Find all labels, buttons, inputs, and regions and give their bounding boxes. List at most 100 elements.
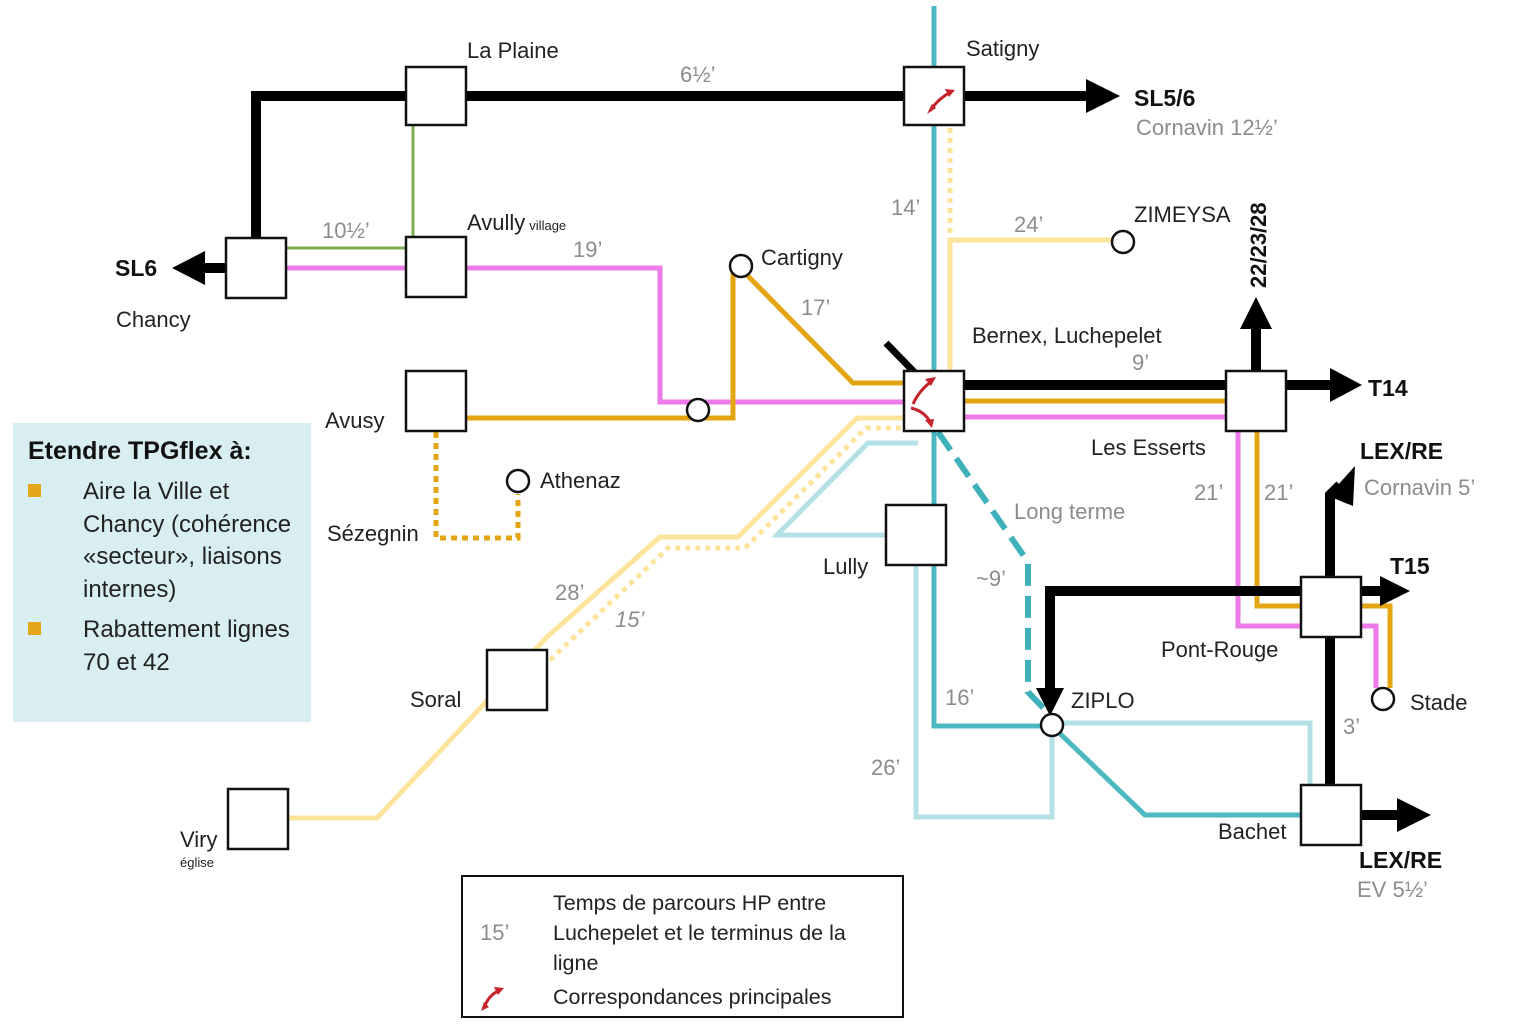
label-lully: Lully [823, 554, 868, 579]
label-ev: EV 5½’ [1357, 877, 1428, 902]
light-yellow-lines [288, 128, 1112, 821]
time-lex-pink: 21’ [1194, 480, 1223, 505]
stop-athenaz[interactable] [505, 468, 531, 494]
bullet-icon [28, 622, 41, 635]
line-black-sl6 [251, 91, 904, 240]
time-cartigny: 17’ [801, 295, 830, 320]
label-avusy: Avusy [325, 408, 385, 433]
label-bus-2223: 22/23/28 [1246, 202, 1271, 288]
label-soral: Soral [410, 687, 461, 712]
time-soral-solid: 28’ [555, 580, 584, 605]
label-bernex: Bernex, Luchepelet [972, 323, 1162, 348]
label-lex-re-top: LEX/RE [1360, 438, 1443, 464]
stop-ziplo[interactable] [1039, 712, 1065, 738]
label-t15: T15 [1390, 553, 1430, 579]
station-lully[interactable] [884, 503, 948, 567]
line-lully-loop [771, 440, 918, 538]
label-zimeysa: ZIMEYSA [1134, 202, 1231, 227]
time-esserts: 9’ [1132, 350, 1149, 375]
arrowheads [172, 79, 1431, 832]
time-bachet: 3’ [1343, 714, 1360, 739]
stop-cartigny[interactable] [728, 253, 754, 279]
transfer-arrow-bernex-icon [910, 377, 936, 428]
info-item: Aire la Ville et Chancy (cohérence «sect… [28, 476, 297, 606]
station-viry[interactable] [226, 787, 290, 851]
arrow-2223-icon [1240, 297, 1272, 329]
line-pink-south [1235, 430, 1302, 629]
arrow-lex-bottom-icon [1397, 798, 1431, 832]
label-cornavin-sl: Cornavin 12½’ [1136, 115, 1278, 140]
label-t14: T14 [1368, 375, 1408, 401]
light-teal-lines [771, 440, 1313, 820]
arrow-t14-icon [1330, 368, 1362, 402]
line-zimeysa [947, 237, 1112, 372]
label-bachet: Bachet [1218, 819, 1287, 844]
arrow-ziplo-icon [1036, 688, 1064, 716]
label-les-esserts: Les Esserts [1091, 435, 1206, 460]
travel-times: 6½’ 10½’ 19’ 14’ 24’ 17’ 9’ 21’ 21’ ~9’ … [322, 62, 1360, 780]
time-soral-dotted: 15’ [615, 607, 645, 632]
label-long-terme: Long terme [1014, 499, 1125, 524]
stops [505, 229, 1396, 738]
pink-lines [286, 265, 1379, 688]
stop-avusy-junction[interactable] [685, 397, 711, 423]
line-viry-soral-bernex [288, 415, 912, 821]
station-les-esserts[interactable] [1224, 369, 1288, 433]
bullet-icon [28, 484, 41, 497]
time-chancy-avully: 10½’ [322, 218, 370, 243]
label-viry-sub: église [180, 855, 214, 870]
label-stade: Stade [1410, 690, 1468, 715]
line-lully-ziplo [913, 565, 1313, 820]
station-chancy[interactable] [224, 236, 288, 300]
stop-zimeysa[interactable] [1110, 229, 1136, 255]
label-sl6: SL6 [115, 255, 157, 281]
line-orange-avusy [466, 273, 736, 421]
label-lex-re-bottom: LEX/RE [1359, 847, 1442, 873]
label-cornavin-lex: Cornavin 5’ [1364, 475, 1475, 500]
time-satigny: 14’ [891, 195, 920, 220]
time-ziplo: 16’ [945, 685, 974, 710]
line-soral-dotted [548, 425, 918, 662]
line-long-terme-dashed [935, 430, 1053, 718]
line-orange-south [1254, 430, 1302, 609]
station-la-plaine[interactable] [404, 65, 468, 127]
label-ziplo: ZIPLO [1071, 688, 1135, 713]
stop-stade[interactable] [1370, 686, 1396, 712]
legend-time-description: Temps de parcours HP entre Luchepelet et… [553, 891, 846, 975]
transfer-arrow-icon [481, 987, 504, 1011]
station-bachet[interactable] [1299, 783, 1363, 847]
time-zimeysa: 24’ [1014, 212, 1043, 237]
station-soral[interactable] [485, 648, 549, 712]
line-pink-main [286, 265, 906, 405]
label-viry: Viry [180, 827, 218, 852]
label-cartigny: Cartigny [761, 245, 843, 270]
black-lines [200, 91, 1402, 820]
info-item-text: Rabattement lignes 70 et 42 [83, 616, 290, 676]
line-orange-cartigny [743, 271, 906, 386]
label-chancy: Chancy [116, 307, 191, 332]
station-avusy[interactable] [404, 369, 468, 433]
labels: La Plaine Satigny SL5/6 Cornavin 12½’ SL… [115, 36, 1475, 902]
station-satigny[interactable] [902, 65, 966, 127]
legend-transfer-description: Correspondances principales [553, 985, 832, 1009]
arrow-sl56-icon [1086, 79, 1120, 113]
info-panel: Etendre TPGflex à: Aire la Ville et Chan… [13, 423, 311, 722]
time-lully-light: 26’ [871, 755, 900, 780]
station-pont-rouge[interactable] [1299, 575, 1363, 639]
orange-lines [433, 271, 1393, 688]
line-black-t15 [1045, 586, 1302, 690]
arrow-t15-icon [1380, 576, 1410, 606]
info-title: Etendre TPGflex à: [28, 437, 252, 465]
stations [224, 65, 1363, 851]
station-avully[interactable] [404, 235, 468, 299]
info-item: Rabattement lignes 70 et 42 [28, 614, 297, 679]
info-item-text: Aire la Ville et Chancy (cohérence «sect… [83, 478, 292, 603]
arrow-sl6-icon [172, 251, 205, 285]
label-satigny: Satigny [966, 36, 1039, 61]
label-sl56: SL5/6 [1134, 85, 1195, 111]
time-laplaine-satigny: 6½’ [680, 62, 715, 87]
arrow-lex-top-icon [1328, 466, 1355, 506]
label-athenaz: Athenaz [540, 468, 621, 493]
